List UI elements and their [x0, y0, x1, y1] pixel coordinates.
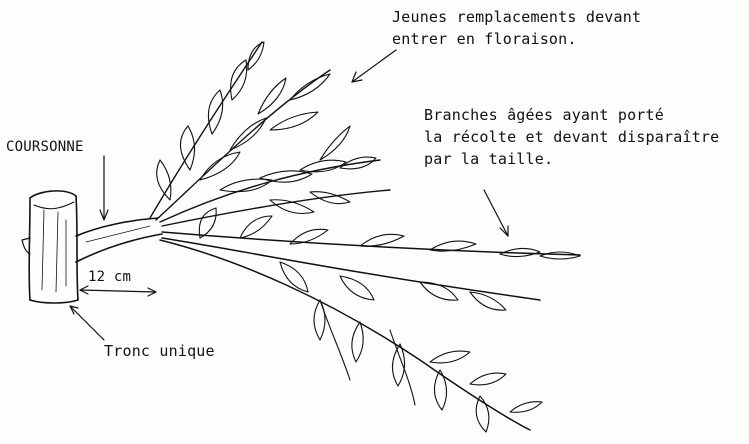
label-young-shoots: Jeunes remplacements devant entrer en fl… [392, 6, 641, 50]
label-line: par la taille. [424, 148, 719, 170]
label-line: la récolte et devant disparaître [424, 126, 719, 148]
label-line: Branches âgées ayant porté [424, 104, 719, 126]
label-trunk: Tronc unique [104, 340, 215, 362]
annotation-arrows [70, 50, 508, 340]
old-branches [160, 232, 580, 430]
label-line: entrer en floraison. [392, 28, 641, 50]
label-coursonne: COURSONNE [6, 136, 84, 158]
trunk [22, 191, 78, 303]
young-shoots [150, 42, 390, 226]
label-old-branches: Branches âgées ayant porté la récolte et… [424, 104, 719, 170]
coursonne [76, 218, 162, 262]
label-line: Jeunes remplacements devant [392, 6, 641, 28]
label-distance: 12 cm [88, 266, 131, 288]
